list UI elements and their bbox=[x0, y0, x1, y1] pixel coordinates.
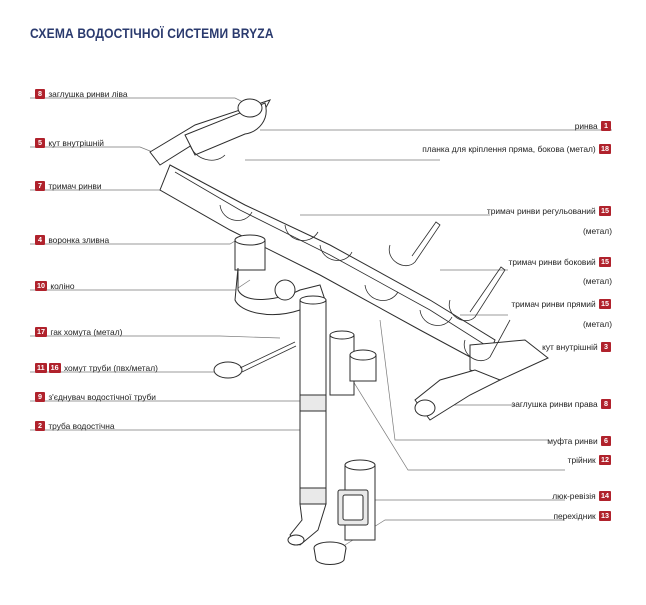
part-number-badge: 8 bbox=[601, 398, 611, 409]
label-metal-note: (метал) bbox=[583, 224, 612, 237]
part-number-badge: 16 bbox=[48, 362, 61, 373]
label-text: заглушка ринви ліва bbox=[48, 88, 128, 99]
part-number-badge: 10 bbox=[35, 280, 47, 291]
label-bracket-hook: 17 гак хомута (метал) bbox=[34, 325, 122, 338]
part-number-badge: 2 bbox=[35, 420, 45, 431]
label-text: хомут труби (пвх/метал) bbox=[63, 362, 158, 373]
part-number-badge: 18 bbox=[599, 143, 611, 154]
label-right-end-cap: заглушка ринви права 8 bbox=[511, 397, 612, 410]
part-number-badge: 15 bbox=[599, 205, 611, 216]
label-text: тримач ринви bbox=[48, 180, 102, 191]
label-downpipe: 2 труба водостічна bbox=[34, 419, 115, 432]
part-number-badge: 9 bbox=[35, 391, 45, 402]
label-text: тримач ринви прямий bbox=[511, 298, 596, 309]
label-reducer: перехідник 13 bbox=[553, 509, 612, 522]
downpipe bbox=[234, 234, 327, 546]
diagram-title: СХЕМА ВОДОСТІЧНОЇ СИСТЕМИ BRYZA bbox=[30, 25, 274, 41]
label-pipe-connector: 9 з'єднувач водостічної труби bbox=[34, 390, 156, 403]
gutter-run bbox=[149, 98, 549, 421]
label-text: (метал) bbox=[582, 275, 612, 286]
label-inner-corner-right: кут внутрішній 3 bbox=[542, 340, 612, 353]
tee-fitting bbox=[329, 330, 377, 396]
label-straight-holder: тримач ринви прямий 15 bbox=[511, 297, 612, 310]
part-number-badge: 7 bbox=[35, 180, 45, 191]
label-text: воронка зливна bbox=[48, 234, 110, 245]
label-inspection-hatch: люк-ревізія 14 bbox=[552, 489, 612, 502]
part-number-badge: 12 bbox=[599, 454, 611, 465]
label-gutter-holder: 7 тримач ринви bbox=[34, 179, 102, 192]
label-inner-corner-left: 5 кут внутрішній bbox=[34, 136, 104, 149]
label-metal-note: (метал) bbox=[583, 274, 612, 287]
label-mounting-strip: планка для кріплення пряма, бокова (мета… bbox=[422, 142, 612, 155]
part-number-badge: 13 bbox=[599, 510, 611, 521]
label-text: тримач ринви регульований bbox=[486, 205, 596, 216]
label-left-end-cap: 8 заглушка ринви ліва bbox=[34, 87, 128, 100]
label-text: кут внутрішній bbox=[48, 137, 104, 148]
label-text: муфта ринви bbox=[547, 435, 598, 446]
label-text: планка для кріплення пряма, бокова (мета… bbox=[422, 143, 596, 154]
inspection-hatch bbox=[337, 459, 376, 541]
label-text: труба водостічна bbox=[48, 420, 115, 431]
part-number-badge: 8 bbox=[35, 88, 45, 99]
label-text: коліно bbox=[50, 280, 75, 291]
label-text: люк-ревізія bbox=[552, 490, 596, 501]
label-text: (метал) bbox=[582, 225, 612, 236]
label-gutter-coupler: муфта ринви 6 bbox=[547, 434, 612, 447]
part-number-badge: 11 bbox=[35, 362, 47, 373]
label-adjustable-holder: тримач ринви регульований 15 bbox=[487, 204, 612, 217]
label-outlet-funnel: 4 воронка зливна bbox=[34, 233, 109, 246]
label-text: гак хомута (метал) bbox=[50, 326, 123, 337]
pipe-bracket bbox=[213, 341, 297, 379]
label-text: тримач ринви боковий bbox=[508, 256, 596, 267]
label-side-holder: тримач ринви боковий 15 bbox=[508, 255, 612, 268]
label-text: з'єднувач водостічної труби bbox=[48, 391, 156, 402]
label-text: заглушка ринви права bbox=[511, 398, 598, 409]
label-text: кут внутрішній bbox=[542, 341, 598, 352]
label-text: ринва bbox=[574, 120, 598, 131]
reducer bbox=[313, 541, 347, 565]
gutter-hangers bbox=[388, 221, 511, 362]
label-gutter: ринва 1 bbox=[575, 119, 612, 132]
part-number-badge: 3 bbox=[601, 341, 611, 352]
part-number-badge: 17 bbox=[35, 326, 47, 337]
part-number-badge: 6 bbox=[601, 435, 611, 446]
label-metal-note: (метал) bbox=[583, 317, 612, 330]
part-number-badge: 15 bbox=[599, 298, 611, 309]
part-number-badge: 1 bbox=[601, 120, 611, 131]
label-text: перехідник bbox=[553, 510, 596, 521]
part-number-badge: 5 bbox=[35, 137, 45, 148]
part-number-badge: 4 bbox=[35, 234, 45, 245]
label-text: трійник bbox=[567, 454, 596, 465]
part-number-badge: 15 bbox=[599, 256, 611, 267]
label-text: (метал) bbox=[582, 318, 612, 329]
label-elbow: 10 коліно bbox=[34, 279, 75, 292]
part-number-badge: 14 bbox=[599, 490, 611, 501]
label-tee: трійник 12 bbox=[568, 453, 612, 466]
